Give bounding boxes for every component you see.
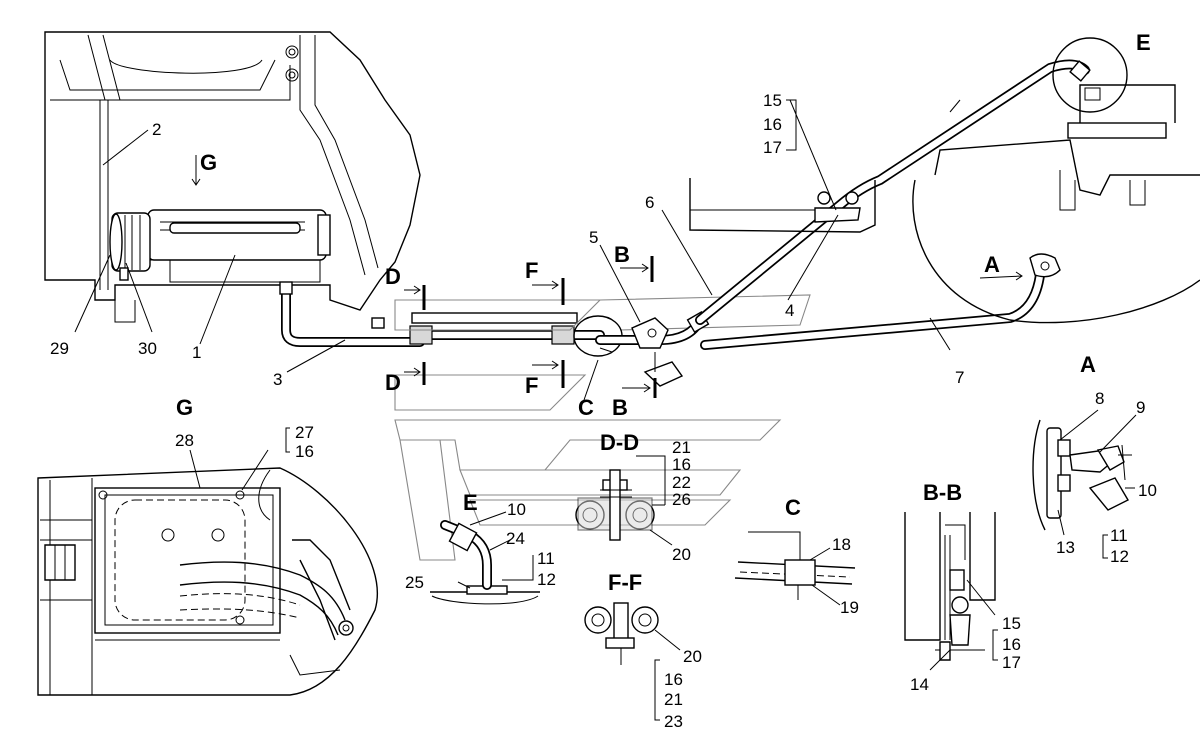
part-26: 26 bbox=[672, 490, 691, 509]
part-11-a: 11 bbox=[1110, 526, 1128, 545]
part-12-a: 12 bbox=[1110, 547, 1129, 566]
part-16-dd: 16 bbox=[672, 455, 691, 474]
part-18: 18 bbox=[832, 535, 851, 554]
view-ff-detail bbox=[584, 602, 681, 721]
part-17-main: 17 bbox=[763, 138, 782, 157]
part-11-e: 11 bbox=[537, 549, 555, 568]
part-8: 8 bbox=[1095, 389, 1104, 408]
part-28: 28 bbox=[175, 431, 194, 450]
view-title-a: A bbox=[1080, 352, 1096, 377]
part-10-a: 10 bbox=[1138, 481, 1157, 500]
part-4: 4 bbox=[785, 301, 794, 320]
view-c-detail bbox=[734, 531, 856, 606]
floor-ghost bbox=[394, 294, 811, 561]
part-21-ff: 21 bbox=[664, 690, 683, 709]
part-22: 22 bbox=[672, 473, 691, 492]
part-number-labels: 1 2 3 4 5 6 7 8 9 10 10 11 11 12 12 13 1… bbox=[50, 91, 1157, 731]
leader-lines bbox=[74, 99, 951, 401]
marker-d-top: D bbox=[385, 264, 401, 289]
marker-g-arrow: G bbox=[200, 150, 217, 175]
marker-b-bottom: B bbox=[612, 395, 628, 420]
view-title-e-callout: E bbox=[1136, 30, 1151, 55]
part-17-bb: 17 bbox=[1002, 653, 1021, 672]
marker-c: C bbox=[578, 395, 594, 420]
part-15-bb: 15 bbox=[1002, 614, 1021, 633]
part-16-ff: 16 bbox=[664, 670, 683, 689]
frame-outline bbox=[44, 31, 421, 323]
view-title-e: E bbox=[463, 490, 478, 515]
part-14: 14 bbox=[910, 675, 929, 694]
view-title-c: C bbox=[785, 495, 801, 520]
part-1: 1 bbox=[192, 343, 201, 362]
part-25: 25 bbox=[405, 573, 424, 592]
marker-f-bottom: F bbox=[525, 373, 538, 398]
view-titles: E G A B-B C D-D E F-F bbox=[176, 30, 1151, 595]
view-a-detail bbox=[1032, 409, 1137, 559]
part-24: 24 bbox=[506, 529, 525, 548]
part-9: 9 bbox=[1136, 398, 1145, 417]
part-2: 2 bbox=[152, 120, 161, 139]
view-bb-detail bbox=[904, 512, 998, 671]
part-13: 13 bbox=[1056, 538, 1075, 557]
part-3: 3 bbox=[273, 370, 282, 389]
part-7: 7 bbox=[955, 368, 964, 387]
part-12-e: 12 bbox=[537, 570, 556, 589]
engine-outline bbox=[689, 37, 1200, 324]
part-20-dd: 20 bbox=[672, 545, 691, 564]
view-dd-detail bbox=[575, 455, 673, 546]
part-5: 5 bbox=[589, 228, 598, 247]
part-19: 19 bbox=[840, 598, 859, 617]
view-title-bb: B-B bbox=[923, 480, 962, 505]
view-title-dd: D-D bbox=[600, 430, 639, 455]
marker-f-top: F bbox=[525, 258, 538, 283]
heater-unit bbox=[109, 209, 331, 283]
pipe-6 bbox=[695, 59, 1091, 325]
view-e-detail bbox=[430, 511, 540, 605]
valve-assembly bbox=[573, 310, 710, 398]
section-cut-marks bbox=[191, 155, 1023, 393]
part-23: 23 bbox=[664, 712, 683, 731]
part-6: 6 bbox=[645, 193, 654, 212]
view-g-detail bbox=[37, 427, 378, 696]
part-16-main: 16 bbox=[763, 115, 782, 134]
view-title-g: G bbox=[176, 395, 193, 420]
part-29: 29 bbox=[50, 339, 69, 358]
part-16-g: 16 bbox=[295, 442, 314, 461]
marker-a-arrow: A bbox=[984, 252, 1000, 277]
part-15-main: 15 bbox=[763, 91, 782, 110]
marker-b-top: B bbox=[614, 242, 630, 267]
part-16-bb: 16 bbox=[1002, 635, 1021, 654]
part-20-ff: 20 bbox=[683, 647, 702, 666]
section-markers: G A B B C D D F F bbox=[200, 150, 1000, 420]
part-10-e: 10 bbox=[507, 500, 526, 519]
view-title-ff: F-F bbox=[608, 570, 642, 595]
marker-d-bottom: D bbox=[385, 370, 401, 395]
pipe-7 bbox=[700, 253, 1061, 350]
part-21-dd: 21 bbox=[672, 438, 691, 457]
part-27: 27 bbox=[295, 423, 314, 442]
part-30: 30 bbox=[138, 339, 157, 358]
pipe-3 bbox=[279, 281, 605, 347]
